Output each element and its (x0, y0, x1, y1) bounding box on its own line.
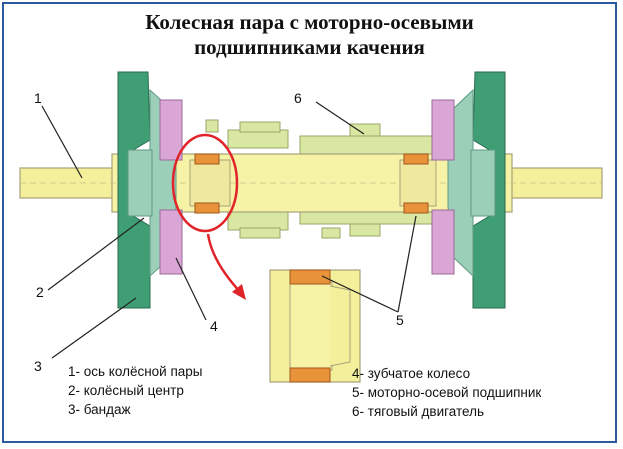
callout-4: 4 (210, 318, 218, 334)
axle (19, 153, 603, 213)
callout-3: 3 (34, 358, 42, 374)
legend-left-item: 3- бандаж (68, 402, 131, 417)
callout-5: 5 (396, 312, 404, 328)
bearing-detail-inset (269, 269, 361, 383)
legend-right-item: 4- зубчатое колесо (352, 366, 471, 381)
title-line-1: Колесная пара с моторно-осевыми (145, 10, 474, 34)
diagram-title: Колесная пара с моторно-осевыми подшипни… (0, 10, 619, 60)
callout-2: 2 (36, 284, 44, 300)
legend-right-item: 5- моторно-осевой подшипник (352, 385, 542, 400)
bearing-highlight-ellipse (171, 133, 239, 233)
leader-lines (41, 101, 417, 359)
title-line-2: подшипниками качения (194, 35, 425, 59)
motor-axle-bearings (194, 153, 429, 214)
callout-6: 6 (294, 90, 302, 106)
legend-left-item: 1- ось колёсной пары (68, 364, 203, 379)
legend-right-item: 6- тяговый двигатель (352, 404, 484, 419)
legend-left-item: 2- колёсный центр (68, 383, 184, 398)
right-wheel (447, 71, 506, 309)
callout-1: 1 (34, 90, 42, 106)
magnify-arrowhead (232, 284, 246, 300)
magnify-arrow (206, 233, 243, 295)
